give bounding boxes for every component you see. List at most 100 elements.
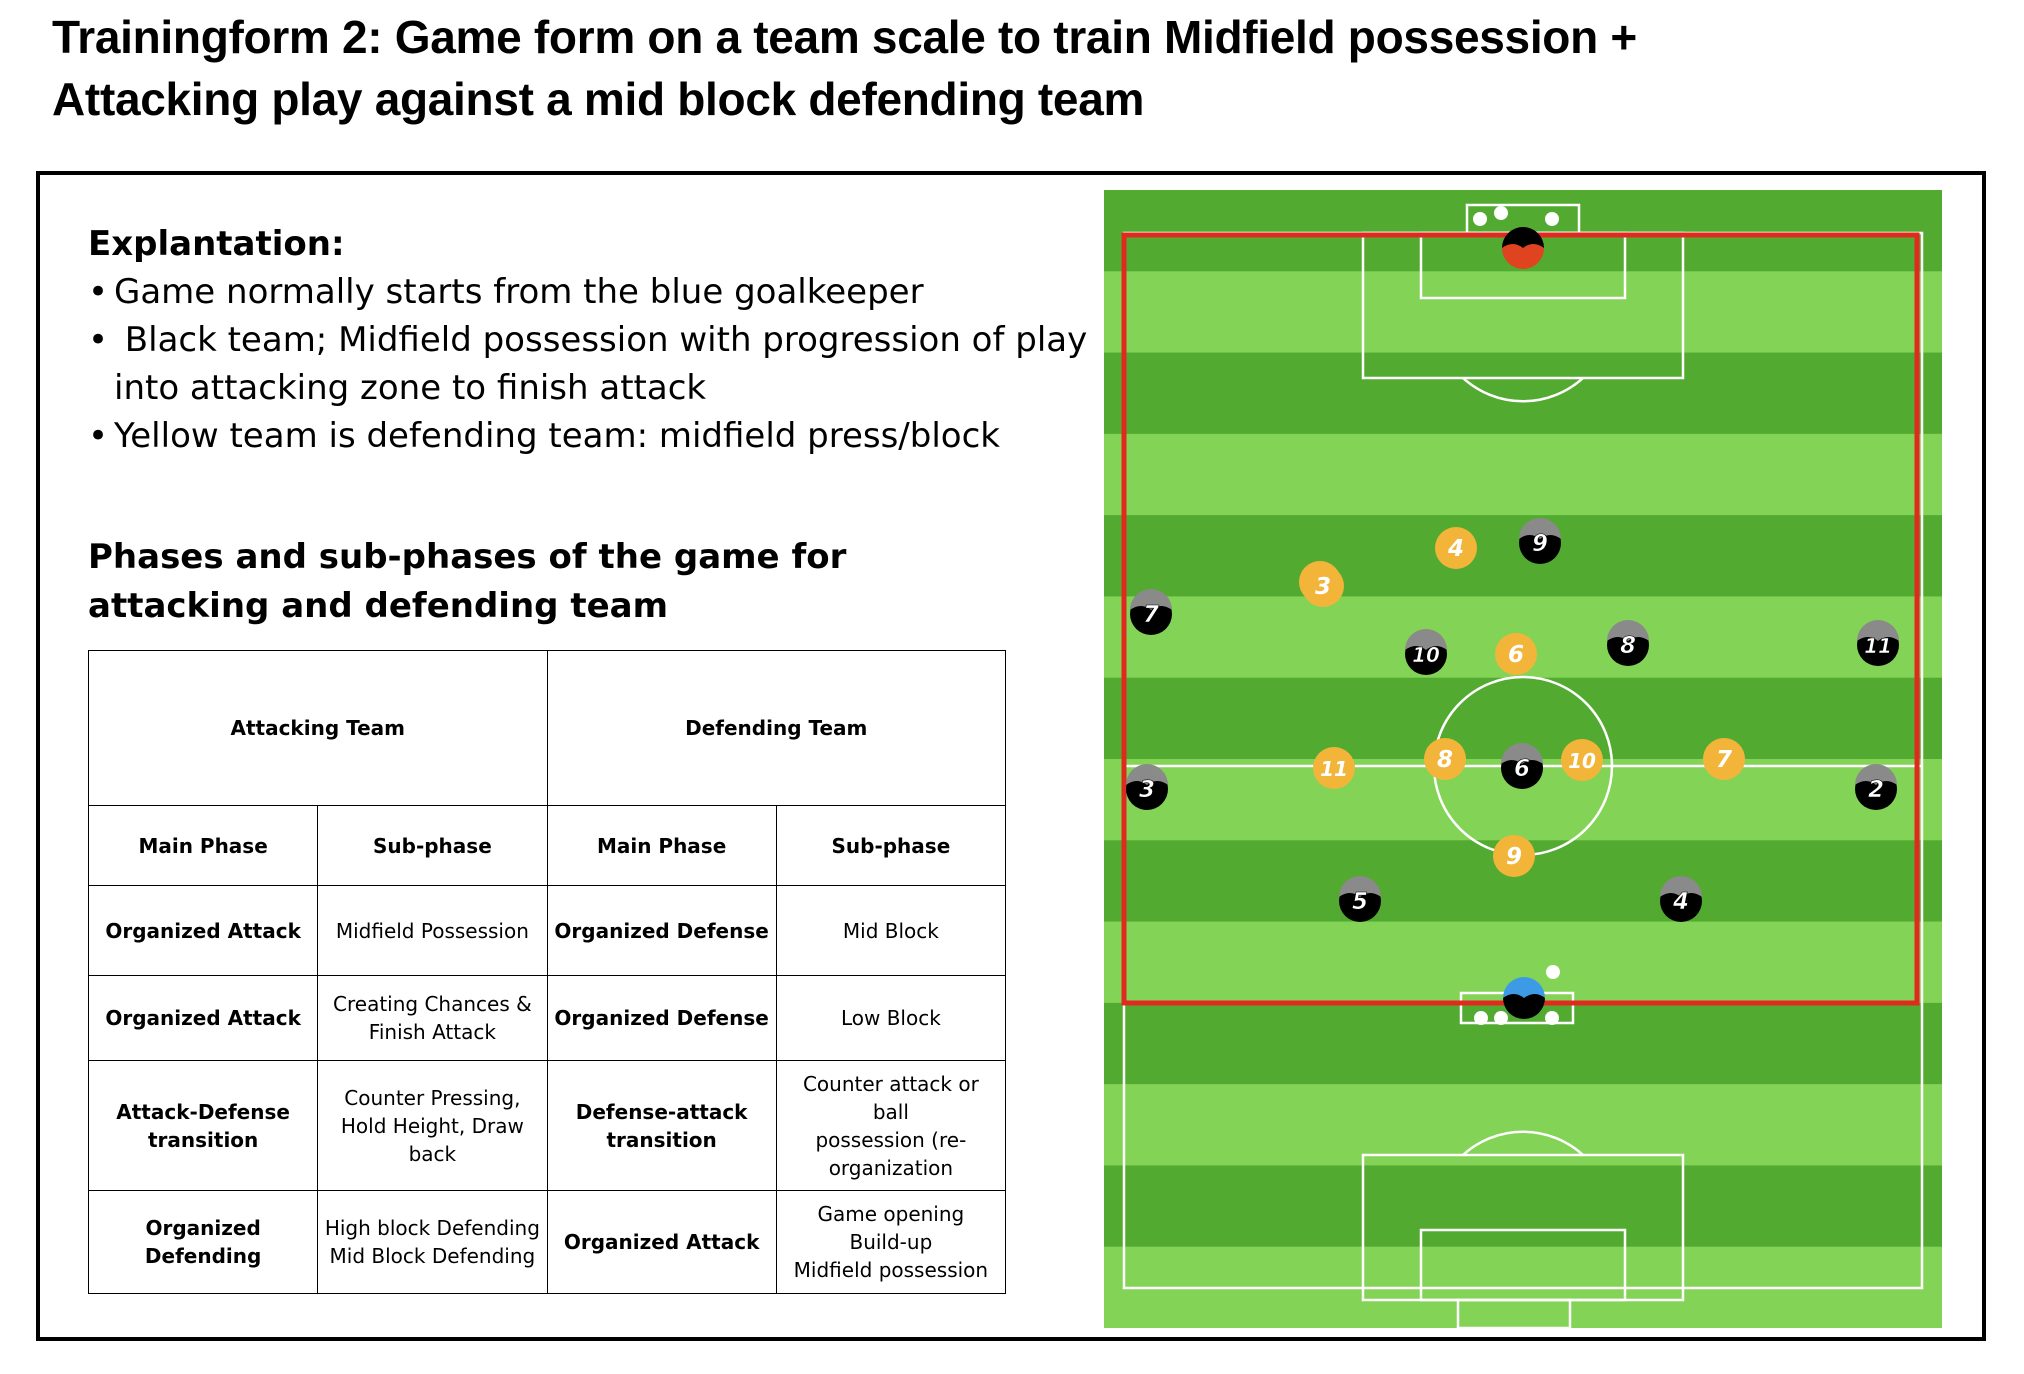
player-disc [1302, 565, 1344, 607]
player-shade [1501, 743, 1543, 764]
penalty-arc-top [1462, 377, 1584, 403]
table-row: Organized Defending High block Defending… [87, 1190, 1007, 1294]
content-frame [36, 171, 1986, 1341]
bullet-text-continued: into attacking zone to finish attack [114, 368, 707, 408]
phases-table: Attacking Team Defending Team Main Phase… [87, 650, 1007, 1294]
table-cell: Organized Attack [87, 885, 319, 976]
goalkeeper-blue [1503, 977, 1545, 1019]
player-shade [1660, 876, 1702, 897]
attacking-team-header: Attacking Team [88, 650, 548, 806]
player-disc [1495, 633, 1537, 675]
black-player: 3 [1126, 764, 1168, 810]
player-number: 9 [1506, 844, 1522, 870]
player-number: 8 [1620, 633, 1636, 659]
yellow-player: 9 [1493, 835, 1535, 877]
grass-stripe [1104, 352, 1942, 435]
goalkeeper-red [1502, 227, 1544, 269]
table-cell: Organized Attack [546, 1190, 777, 1294]
table-cell: Organized Defense [546, 885, 777, 976]
yellow-player: 7 [1703, 738, 1745, 780]
table-cell: Organized Defense [546, 975, 777, 1061]
ball [1546, 965, 1560, 979]
bullet-text: Game normally starts from the blue goalk… [114, 272, 924, 312]
phases-heading: Phases and sub-phases of the game for at… [88, 533, 988, 631]
black-player: 6 [1501, 743, 1543, 789]
yellow-player: 6 [1495, 633, 1537, 675]
bullet-text: Yellow team is defending team: midfield … [114, 416, 1000, 456]
black-player: 11 [1857, 620, 1899, 666]
title-line-2: Attacking play against a mid block defen… [52, 73, 1145, 125]
player-shade [1405, 629, 1447, 650]
column-header: Sub-phase [775, 805, 1007, 886]
player-shade [1857, 620, 1899, 641]
team-header-row: Attacking Team Defending Team [88, 650, 1006, 806]
player-number: 6 [1514, 756, 1530, 782]
ball [1494, 206, 1508, 220]
black-player: 9 [1519, 518, 1561, 564]
phases-heading-line-1: Phases and sub-phases of the game for [88, 537, 847, 577]
player-disc [1435, 527, 1477, 569]
player-shade [1126, 764, 1168, 785]
player-number: 3 [1315, 574, 1331, 600]
black-player: 8 [1607, 620, 1649, 666]
explanation-section: Explantation: • Game normally starts fro… [88, 220, 1088, 460]
title-line-1: Trainingform 2: Game form on a team scal… [52, 11, 1637, 63]
player-number: 4 [1672, 889, 1689, 915]
bullet-text: Black team; Midfield possession with pro… [114, 320, 1088, 360]
grass-stripe [1104, 433, 1942, 516]
black-team: 9 7 10 8 11 6 3 2 5 4 [1126, 518, 1899, 922]
player-number: 6 [1508, 642, 1524, 668]
player-number: 2 [1868, 777, 1884, 803]
ball [1545, 1011, 1559, 1025]
ball [1545, 212, 1559, 226]
grass-stripe [1104, 1165, 1942, 1248]
player-shade [1130, 589, 1172, 610]
player-number: 5 [1352, 889, 1368, 915]
player-number: 10 [1412, 643, 1440, 667]
bullet-item: • Game normally starts from the blue goa… [88, 268, 1088, 316]
ball [1494, 1011, 1508, 1025]
goal-bottom-net [1456, 1298, 1572, 1328]
pitch-diagram: 4 5 2 3 6 11 8 10 7 9 9 7 10 8 11 6 3 2 5 4 [1104, 190, 1942, 1328]
grass-stripe [1104, 271, 1942, 354]
player-number: 11 [1320, 757, 1348, 781]
black-player: 5 [1339, 876, 1381, 922]
table-row: Organized Attack Creating Chances &Finis… [87, 975, 1007, 1061]
black-player: 4 [1660, 876, 1702, 922]
yellow-player: 11 [1313, 747, 1355, 789]
player-shade [1519, 518, 1561, 539]
yellow-player: 3 [1302, 565, 1344, 607]
table-cell: Low Block [775, 975, 1007, 1061]
player-number: 3 [1139, 777, 1155, 803]
player-disc [1313, 747, 1355, 789]
black-player: 2 [1855, 764, 1897, 810]
player-number: 10 [1568, 749, 1596, 773]
grass-stripes [1104, 190, 1942, 1328]
page-title: Trainingform 2: Game form on a team scal… [52, 6, 1952, 130]
ball [1473, 212, 1487, 226]
player-shade [1855, 764, 1897, 785]
grass-stripe [1104, 1084, 1942, 1167]
bullet-dot: • [88, 272, 109, 312]
table-cell: Organized Attack [87, 975, 319, 1061]
yellow-team: 452361181079 [1299, 527, 1745, 877]
black-player: 10 [1405, 629, 1447, 675]
yellow-player: 8 [1424, 738, 1466, 780]
table-row: Organized Attack Midfield Possession Org… [87, 885, 1007, 976]
bullet-item: • Yellow team is defending team: midfiel… [88, 412, 1088, 460]
balls [1473, 206, 1560, 1025]
table-cell: Mid Block [775, 885, 1007, 976]
yellow-player: 10 [1561, 739, 1603, 781]
player-disc [1424, 738, 1466, 780]
player-disc [1703, 738, 1745, 780]
column-header: Sub-phase [317, 805, 548, 886]
player-number: 9 [1532, 531, 1548, 557]
player-number: 7 [1143, 602, 1159, 628]
explanation-heading: Explantation: [88, 224, 345, 264]
football-pitch: 4 5 2 3 6 11 8 10 7 9 9 7 10 8 11 6 3 2 5 4 [1104, 190, 1942, 1328]
column-header: Main Phase [87, 805, 319, 886]
player-number: 8 [1437, 747, 1453, 773]
